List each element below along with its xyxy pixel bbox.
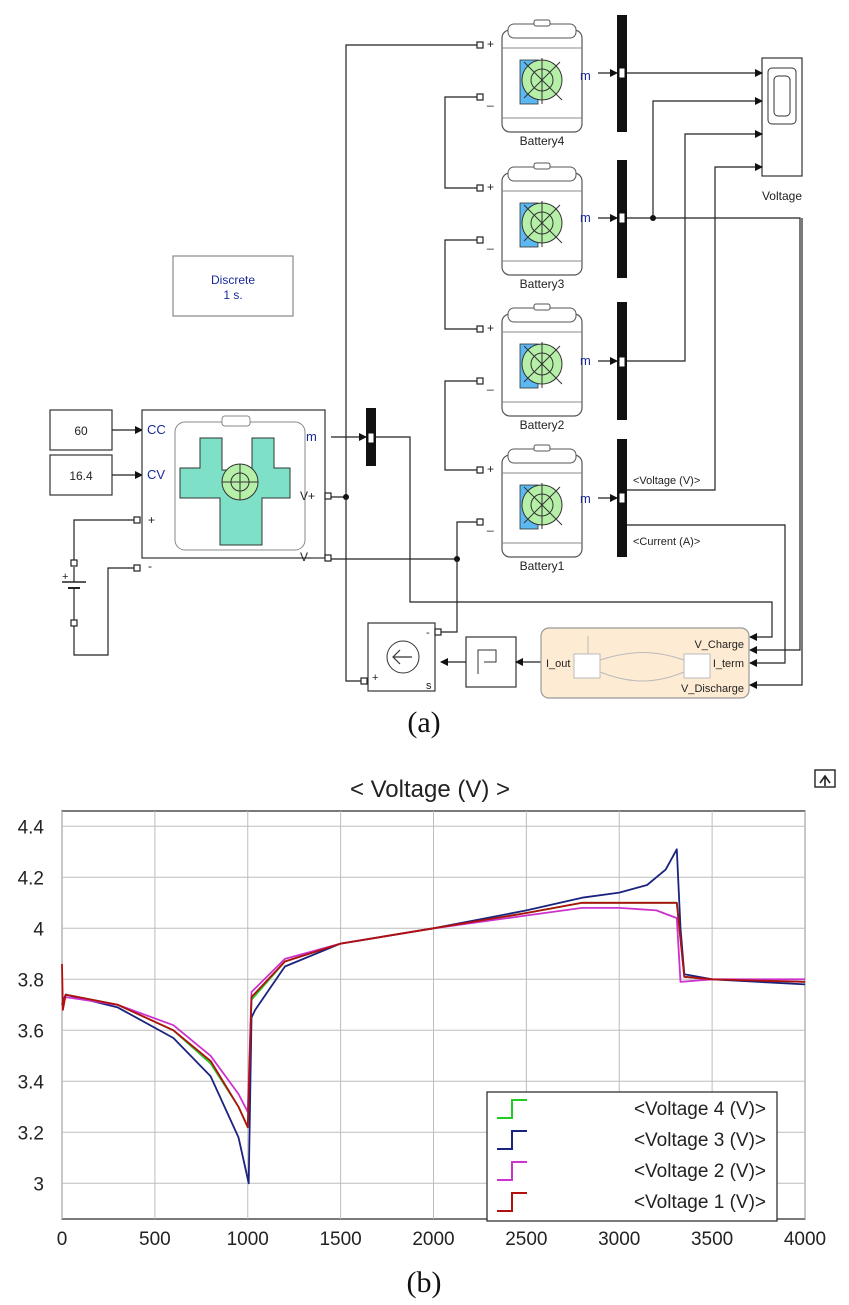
battery-1-port-plus: + bbox=[487, 462, 494, 476]
plot-dock-icon[interactable] bbox=[814, 769, 836, 788]
current-signal-label: <Current (A)> bbox=[633, 536, 700, 548]
y-tick-label: 3.2 bbox=[18, 1123, 44, 1144]
x-tick-label: 3500 bbox=[691, 1229, 733, 1250]
legend-box bbox=[486, 1091, 778, 1222]
legend-label-4: <Voltage 1 (V)> bbox=[634, 1192, 766, 1213]
legend-swatch-1 bbox=[497, 1099, 527, 1119]
source-port-plus: + bbox=[372, 672, 378, 684]
charger-port-cv: CV bbox=[147, 467, 165, 482]
battery-3-port-minus: _ bbox=[486, 236, 494, 250]
bus-selector-battery-1[interactable] bbox=[617, 439, 627, 557]
dc-voltage-source[interactable]: + bbox=[62, 559, 86, 627]
y-tick-label: 4 bbox=[33, 919, 44, 940]
plot-caption: (b) bbox=[407, 1266, 442, 1299]
voltage-signal-label: <Voltage (V)> bbox=[633, 475, 700, 487]
controlled-current-source[interactable]: + - s bbox=[360, 622, 442, 692]
voltage-plot: < Voltage (V) > 0 500 1000 1500 2000 2500 3000… bbox=[18, 769, 836, 1299]
y-tick-label: 4.4 bbox=[18, 817, 45, 838]
constant-cc-value: 60 bbox=[74, 424, 88, 438]
series-line-4 bbox=[61, 901, 806, 1129]
powergui-discrete-block[interactable]: Discrete 1 s. bbox=[172, 255, 294, 317]
simulink-diagram: Discrete 1 s. 60 16.4 CC CV + - bbox=[49, 15, 803, 739]
y-tick-label: 3.8 bbox=[18, 970, 44, 991]
plot-title: < Voltage (V) > bbox=[350, 776, 510, 803]
charger-port-m: m bbox=[306, 429, 317, 444]
charger-port-minus: - bbox=[148, 559, 152, 573]
source-port-minus: - bbox=[426, 627, 430, 639]
battery-1-port-minus: _ bbox=[486, 518, 494, 532]
stateflow-controller-block[interactable]: I_out V_Charge I_term V_Discharge bbox=[540, 627, 750, 699]
charger-port-vminus: V- bbox=[300, 550, 311, 564]
plot-grid bbox=[61, 811, 806, 1219]
legend-swatch-4 bbox=[497, 1192, 527, 1212]
voltage-scope[interactable]: Voltage bbox=[761, 57, 803, 203]
battery-4-block[interactable]: Battery4 m + _ bbox=[486, 19, 591, 148]
charger-port-vplus: V+ bbox=[300, 489, 315, 503]
battery-4-label: Battery4 bbox=[520, 134, 565, 148]
x-tick-label: 2500 bbox=[505, 1229, 547, 1250]
scope-label: Voltage bbox=[762, 189, 802, 203]
plot-legend: <Voltage 4 (V)> <Voltage 3 (V)> <Voltage 2… bbox=[486, 1091, 778, 1222]
y-tick-label: 3.6 bbox=[18, 1021, 44, 1042]
x-tick-label: 500 bbox=[139, 1229, 171, 1250]
battery-port-squares bbox=[476, 41, 484, 526]
battery-1-port-m: m bbox=[580, 491, 591, 506]
stateflow-output-discharge: V_Discharge bbox=[681, 683, 744, 695]
y-tick-label: 3.4 bbox=[18, 1072, 45, 1093]
source-plus-label: + bbox=[62, 571, 68, 583]
stateflow-output-term: I_term bbox=[713, 658, 744, 670]
zero-order-hold-block[interactable] bbox=[465, 636, 517, 688]
battery-1-block[interactable]: Battery1 m + _ bbox=[486, 444, 591, 573]
sample-time-label: 1 s. bbox=[223, 288, 242, 302]
plot-series bbox=[61, 848, 806, 1185]
bus-selector-battery-2[interactable] bbox=[617, 302, 627, 420]
legend-swatch-3 bbox=[497, 1161, 527, 1181]
legend-label-1: <Voltage 4 (V)> bbox=[634, 1099, 766, 1120]
source-port-s: s bbox=[426, 680, 432, 692]
x-tick-label: 0 bbox=[57, 1229, 68, 1250]
discrete-label: Discrete bbox=[211, 273, 255, 287]
diagram-caption: (a) bbox=[407, 706, 440, 739]
charger-port-cc: CC bbox=[147, 422, 166, 437]
battery-1-label: Battery1 bbox=[520, 559, 565, 573]
battery-4-port-m: m bbox=[580, 68, 591, 83]
x-tick-label: 2000 bbox=[412, 1229, 454, 1250]
stateflow-output-charge: V_Charge bbox=[694, 639, 744, 651]
constant-cv-block[interactable]: 16.4 bbox=[49, 454, 113, 496]
battery-3-block[interactable]: Battery3 m + _ bbox=[486, 162, 591, 291]
battery-2-port-m: m bbox=[580, 353, 591, 368]
x-tick-label: 3000 bbox=[598, 1229, 640, 1250]
battery-3-port-m: m bbox=[580, 210, 591, 225]
battery-2-block[interactable]: Battery2 m + _ bbox=[486, 303, 591, 432]
stateflow-input-label: I_out bbox=[546, 658, 570, 670]
battery-2-port-plus: + bbox=[487, 321, 494, 335]
battery-3-port-plus: + bbox=[487, 180, 494, 194]
x-tick-label: 1000 bbox=[227, 1229, 269, 1250]
legend-swatch-2 bbox=[497, 1130, 527, 1150]
legend-label-2: <Voltage 3 (V)> bbox=[634, 1130, 766, 1151]
x-tick-label: 1500 bbox=[319, 1229, 361, 1250]
battery-4-port-minus: _ bbox=[486, 93, 494, 107]
bus-selector-battery-4[interactable] bbox=[617, 15, 627, 132]
battery-2-port-minus: _ bbox=[486, 377, 494, 391]
charger-block[interactable]: CC CV + - m V+ V- bbox=[141, 409, 326, 573]
charger-port-plus: + bbox=[148, 513, 155, 527]
battery-3-label: Battery3 bbox=[520, 277, 565, 291]
constant-cc-block[interactable]: 60 bbox=[49, 409, 113, 451]
bus-selector-battery-3[interactable] bbox=[617, 160, 627, 278]
battery-4-port-plus: + bbox=[487, 37, 494, 51]
y-tick-label: 3 bbox=[33, 1174, 44, 1195]
battery-2-label: Battery2 bbox=[520, 418, 565, 432]
constant-cv-value: 16.4 bbox=[69, 469, 93, 483]
plot-ticks: 0 500 1000 1500 2000 2500 3000 3500 4000 3 3.2 3.4 3… bbox=[18, 817, 827, 1250]
bus-selector-charger[interactable] bbox=[366, 408, 376, 466]
x-tick-label: 4000 bbox=[784, 1229, 826, 1250]
legend-label-3: <Voltage 2 (V)> bbox=[634, 1161, 766, 1182]
y-tick-label: 4.2 bbox=[18, 868, 44, 889]
